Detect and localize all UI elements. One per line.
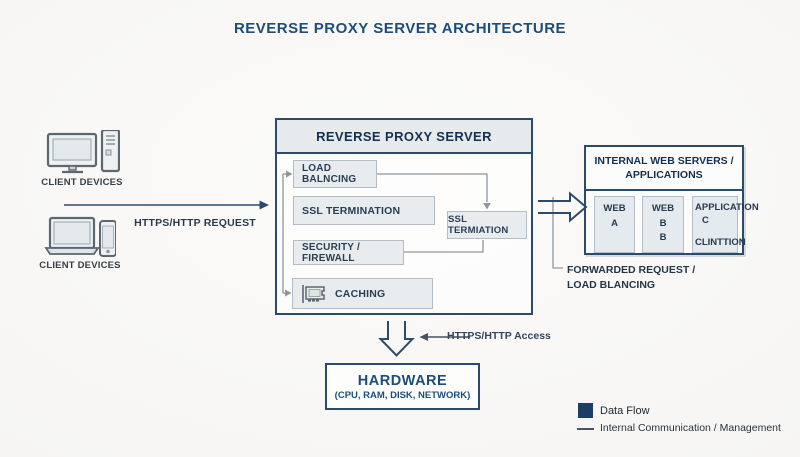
web-b-line1: WEB xyxy=(651,203,675,214)
web-server-b-box: WEB B B xyxy=(642,196,684,253)
client-devices-bottom-label: CLIENT DEVICES xyxy=(39,260,121,271)
internal-web-servers-title: INTERNAL WEB SERVERS / APPLICATIONS xyxy=(586,147,742,191)
web-b-line3: B xyxy=(659,232,667,244)
data-flow-swatch-icon xyxy=(578,403,593,418)
application-c-box: APPLICATION C CLINTTION xyxy=(692,196,759,253)
hardware-box: HARDWARE (CPU, RAM, DISK, NETWORK) xyxy=(325,363,480,410)
application-line1: APPLICATION xyxy=(695,202,759,213)
https-request-label: HTTPS/HTTP REQUEST xyxy=(134,217,256,229)
web-a-line1: WEB xyxy=(603,203,626,214)
security-firewall-component: SECURITY / FIREWALL xyxy=(293,240,404,265)
forwarded-request-line2: LOAD BLANCING xyxy=(567,278,656,291)
https-access-arrowhead xyxy=(419,333,428,341)
ssl-termination-side-component: SSL TERMIATION xyxy=(447,211,527,239)
web-servers-title-line2: APPLICATIONS xyxy=(625,169,703,181)
web-b-line2: B xyxy=(659,217,667,229)
web-a-line2: A xyxy=(611,217,618,229)
application-line2: C xyxy=(702,215,709,227)
laptop-and-phone-icon xyxy=(44,216,116,257)
forwarded-request-line1: FORWARDED REQUEST / xyxy=(567,264,696,276)
desktop-and-tower-icon xyxy=(46,130,120,174)
forwarded-request-label: FORWARDED REQUEST / LOAD BLANCING xyxy=(567,263,695,292)
load-balancing-component: LOAD BALNCING xyxy=(293,160,377,188)
hardware-title: HARDWARE xyxy=(357,372,448,389)
application-line3: CLINTTION xyxy=(695,236,746,248)
hardware-subtitle: (CPU, RAM, DISK, NETWORK) xyxy=(334,389,471,401)
caching-component: CACHING xyxy=(292,278,433,309)
client-request-arrowhead xyxy=(259,200,269,210)
client-devices-top-label: CLIENT DEVICES xyxy=(41,177,123,188)
internal-web-servers-box: INTERNAL WEB SERVERS / APPLICATIONS WEB … xyxy=(584,145,759,255)
internal-line-swatch-icon xyxy=(577,428,594,430)
web-servers-title-line1: INTERNAL WEB SERVERS / xyxy=(594,154,734,167)
forwarded-request-callout-line xyxy=(552,197,563,269)
legend-data-flow-label: Data Flow xyxy=(600,405,650,417)
page-title: REVERSE PROXY SERVER ARCHITECTURE xyxy=(233,20,567,37)
web-server-a-box: WEB A xyxy=(594,196,635,253)
https-access-label: HTTPS/HTTP Access xyxy=(447,330,551,342)
legend-internal-label: Internal Communication / Management xyxy=(600,422,781,434)
memory-card-icon xyxy=(302,284,325,303)
data-flow-arrow-right xyxy=(538,191,588,223)
ssl-termination-component: SSL TERMINATION xyxy=(293,196,435,225)
reverse-proxy-server-title: REVERSE PROXY SERVER xyxy=(277,120,531,154)
caching-label: CACHING xyxy=(335,287,386,300)
data-flow-arrow-down xyxy=(378,321,415,357)
